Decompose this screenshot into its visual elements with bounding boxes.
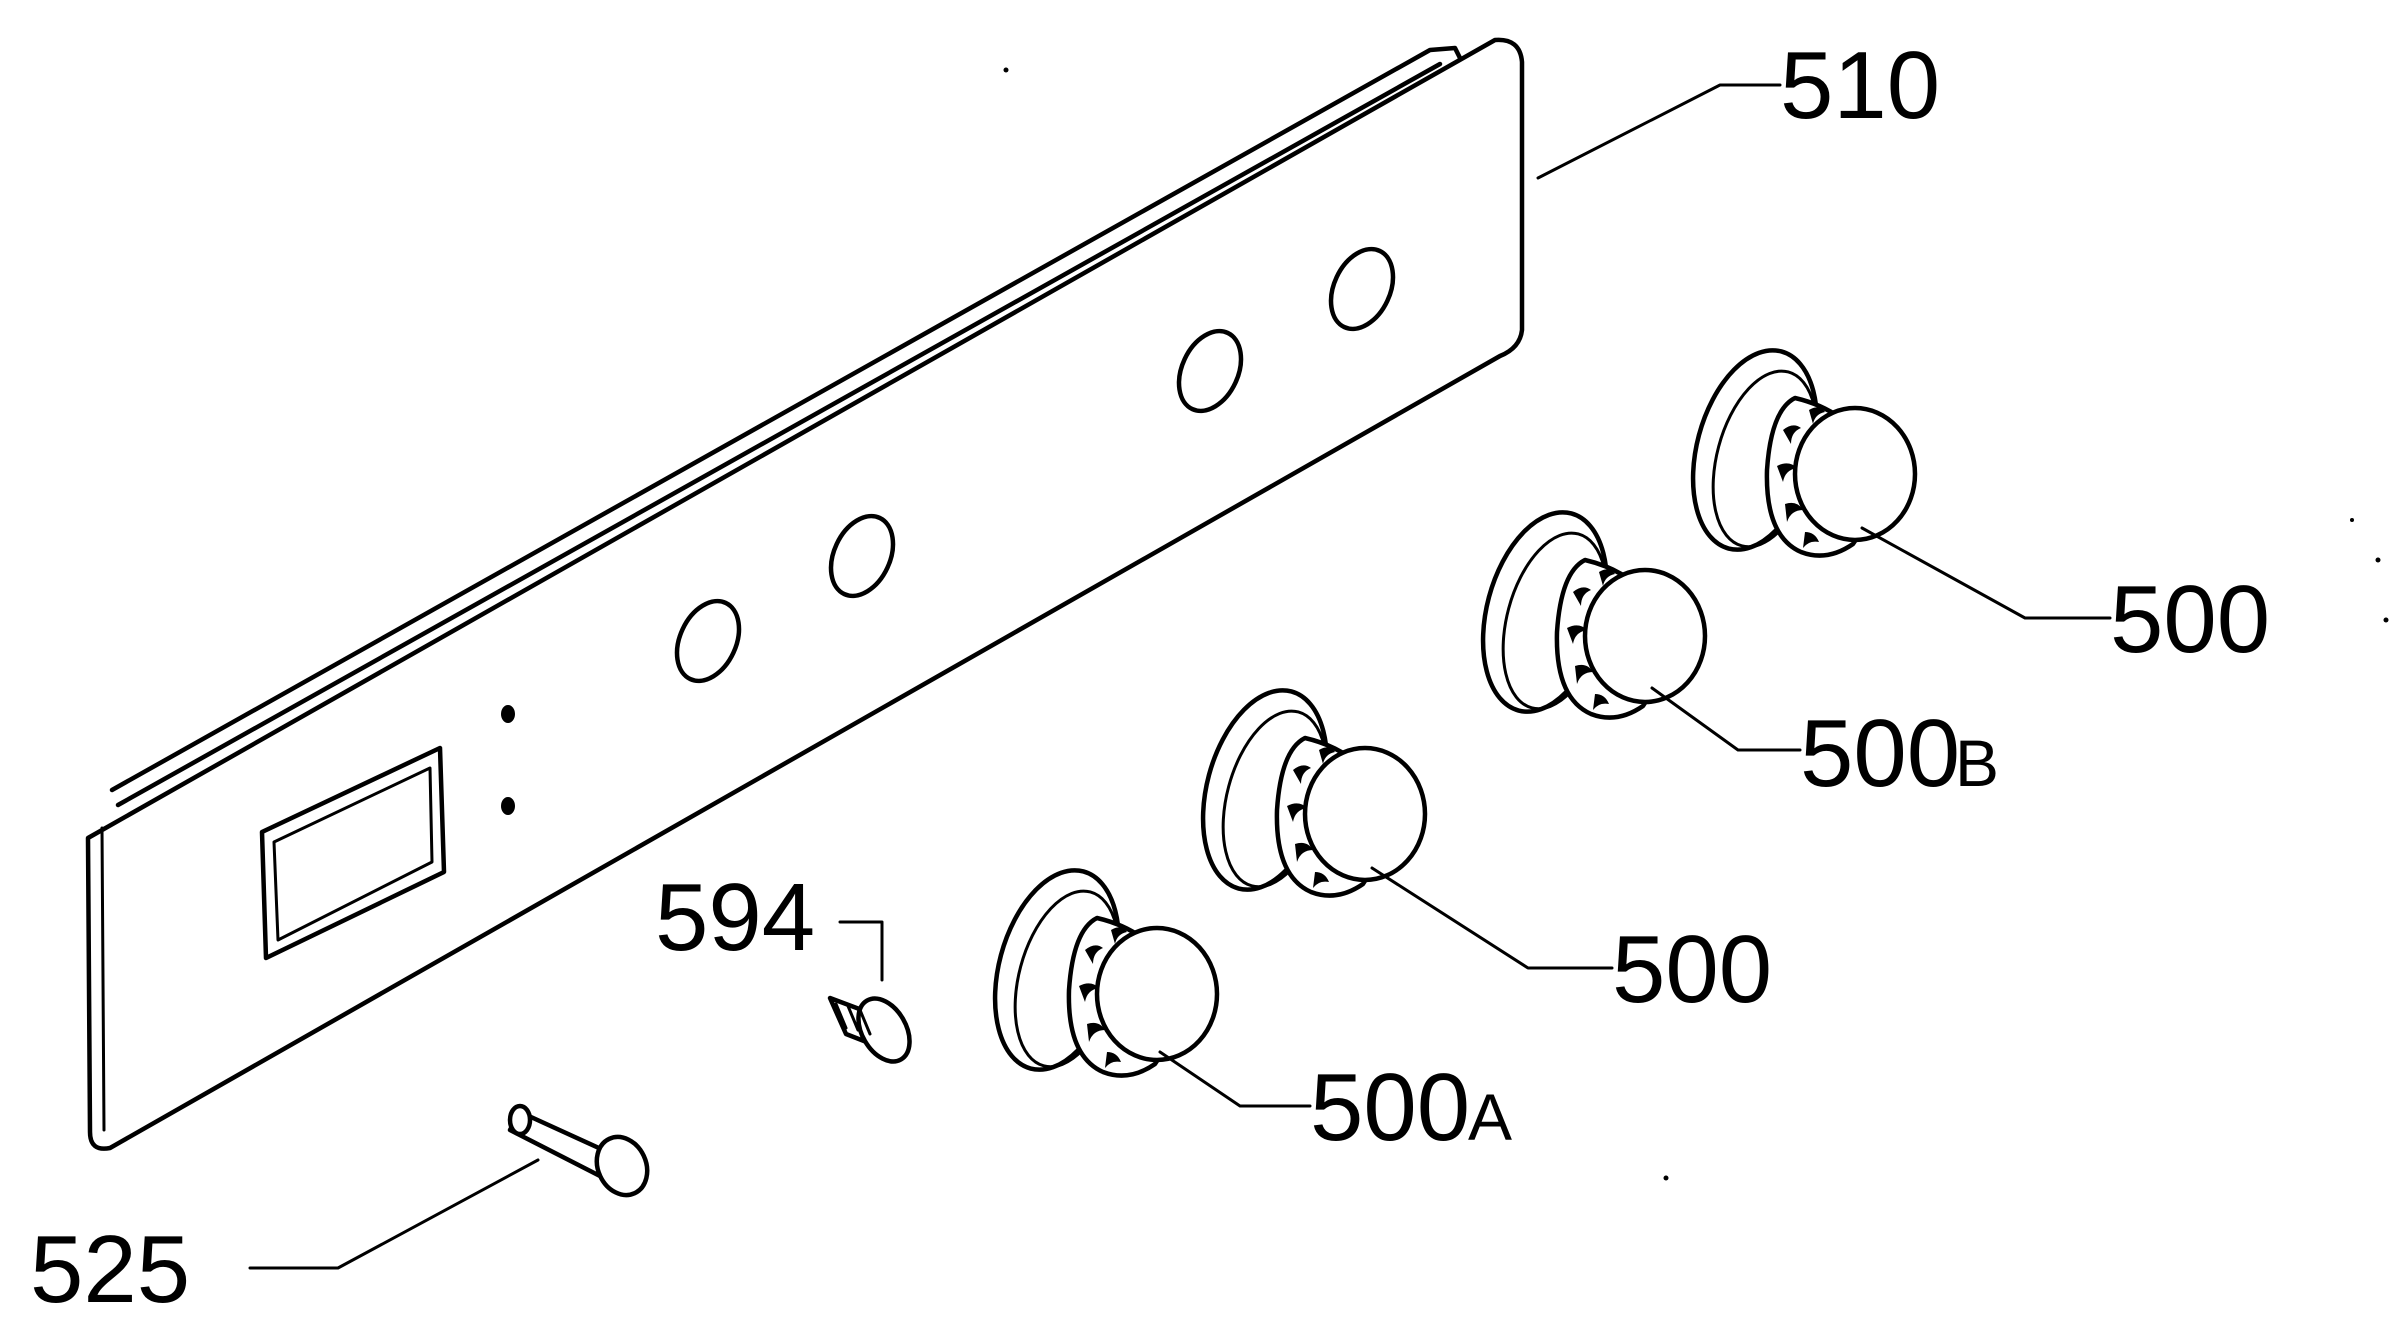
label-594: 594 xyxy=(655,864,815,971)
scan-speck xyxy=(2383,617,2389,623)
leader-594 xyxy=(838,920,884,982)
scan-speck xyxy=(1663,1175,1669,1181)
indicator-dot xyxy=(501,797,515,815)
indicator-dot xyxy=(501,705,515,723)
label-500a: 500 A xyxy=(1310,1054,1512,1161)
label-500b: 500 B xyxy=(1800,700,1999,807)
knob-500-top xyxy=(1673,336,1915,563)
leader-500-mid xyxy=(1370,866,1614,970)
leader-500a xyxy=(1158,1050,1312,1108)
scan-speck xyxy=(1003,67,1009,73)
knob-500-mid xyxy=(1183,676,1425,903)
leader-500-top xyxy=(1860,526,2112,620)
knob-500a xyxy=(975,856,1217,1083)
label-525: 525 xyxy=(30,1216,190,1323)
label-500-top: 500 xyxy=(2110,566,2270,673)
svg-text:500: 500 xyxy=(1800,700,1960,807)
screw-594 xyxy=(827,995,912,1064)
svg-text:A: A xyxy=(1468,1080,1512,1154)
knob-hole xyxy=(1176,328,1244,414)
leader-510 xyxy=(1536,83,1782,180)
leader-525 xyxy=(248,1158,540,1270)
knob-500b xyxy=(1463,498,1705,725)
scan-speck xyxy=(2350,518,2354,522)
knob-hole xyxy=(828,513,896,599)
scan-speck xyxy=(2375,557,2381,563)
svg-text:B: B xyxy=(1955,726,1999,800)
knob-hole xyxy=(1328,246,1396,332)
label-500-mid: 500 xyxy=(1612,916,1772,1023)
label-510: 510 xyxy=(1780,32,1940,139)
leader-500b xyxy=(1650,686,1802,752)
leader-lines xyxy=(248,83,2112,1270)
display-window xyxy=(259,745,447,961)
pin-525 xyxy=(507,1103,650,1198)
control-panel xyxy=(85,37,1525,1151)
svg-text:500: 500 xyxy=(1310,1054,1470,1161)
knob-hole xyxy=(674,598,742,684)
